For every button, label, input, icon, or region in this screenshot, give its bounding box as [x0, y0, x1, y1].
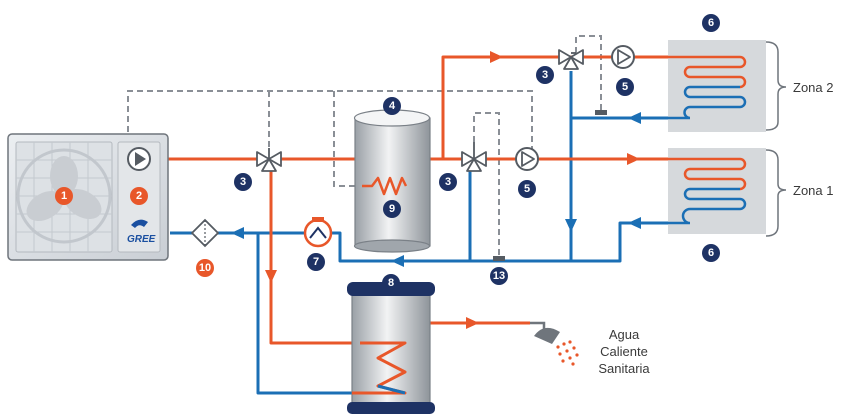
three-way-valve-3: [558, 49, 584, 70]
badge-6b: 6: [702, 244, 720, 262]
svg-text:6: 6: [708, 247, 714, 259]
badge-13: 13: [490, 267, 508, 285]
svg-text:13: 13: [493, 270, 505, 282]
emitter-zone-1: [668, 148, 766, 234]
svg-text:3: 3: [240, 176, 246, 188]
svg-text:8: 8: [388, 277, 394, 289]
badge-8: 8: [382, 274, 400, 292]
separator-icon: [303, 217, 333, 248]
badge-6a: 6: [702, 14, 720, 32]
svg-text:9: 9: [389, 203, 395, 215]
filter-icon: [190, 218, 220, 248]
pump-icon-zone-1: [515, 147, 539, 171]
control-wiring: [127, 35, 602, 258]
badge-4: 4: [383, 97, 401, 115]
flow-arrows: [231, 51, 641, 329]
svg-text:7: 7: [313, 256, 319, 268]
fan-icon: [16, 148, 112, 244]
brand-logo-text: GREE: [127, 234, 156, 245]
svg-text:3: 3: [445, 176, 451, 188]
zone-1-label: Zona 1: [793, 183, 833, 198]
svg-text:3: 3: [542, 69, 548, 81]
zone-braces: [765, 41, 787, 237]
badge-3a: 3: [234, 173, 252, 191]
badge-2: 2: [130, 187, 148, 205]
emitter-zone-2: [668, 40, 766, 132]
dhw-label-line-2: Caliente: [600, 344, 648, 359]
badge-5b: 5: [616, 78, 634, 96]
svg-text:1: 1: [61, 190, 67, 202]
badge-3c: 3: [536, 66, 554, 84]
temperature-sensors: [493, 110, 607, 261]
svg-text:4: 4: [389, 100, 396, 112]
shower-head-icon: [530, 321, 579, 366]
three-way-valve-2: [461, 142, 487, 172]
dhw-tank: [347, 282, 435, 414]
svg-text:5: 5: [622, 81, 628, 93]
badge-3b: 3: [439, 173, 457, 191]
fan-blades-icon: [26, 156, 102, 222]
circulation-pumps: [515, 45, 635, 171]
badge-7: 7: [307, 253, 325, 271]
dhw-label-line-1: Agua: [609, 327, 640, 342]
badge-10: 10: [196, 259, 214, 277]
electric-heater-icon: [362, 176, 408, 196]
svg-text:6: 6: [708, 17, 714, 29]
svg-text:10: 10: [199, 262, 211, 274]
three-way-valves: [256, 49, 584, 172]
dhw-label-line-3: Sanitaria: [598, 361, 650, 376]
zone-2-label: Zona 2: [793, 80, 833, 95]
badge-9: 9: [383, 200, 401, 218]
pump-icon-zone-2: [611, 45, 635, 69]
svg-text:5: 5: [524, 183, 530, 195]
badge-5a: 5: [518, 180, 536, 198]
outdoor-heat-pump-unit: GREE: [7, 133, 169, 261]
three-way-valve-1: [256, 148, 282, 172]
buffer-tank: [353, 109, 431, 253]
svg-text:2: 2: [136, 190, 142, 202]
badge-1: 1: [55, 187, 73, 205]
